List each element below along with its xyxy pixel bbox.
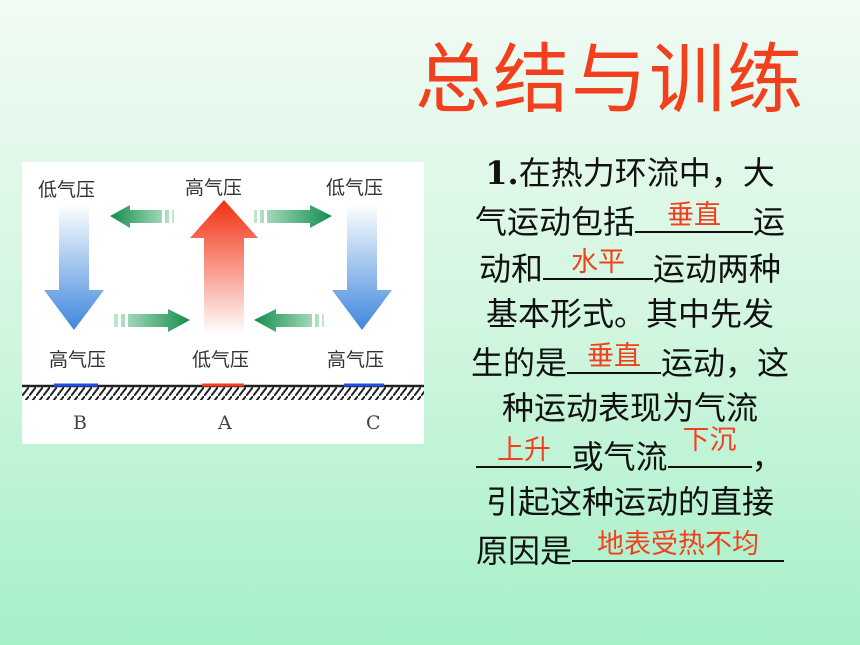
answer-blank: 下沉: [667, 427, 752, 468]
upper-flow-arrow-left: [110, 205, 174, 228]
ground-surface: [22, 386, 424, 400]
circulation-arrows: [22, 200, 424, 400]
sinking-arrow-right: [332, 204, 392, 330]
thermal-circulation-diagram: 低气压 高气压 低气压 高气压 低气压 高气压 B A C: [22, 162, 424, 444]
question-line: 动和水平运动两种: [430, 244, 830, 291]
question-line: 原因是地表受热不均: [430, 526, 830, 573]
lower-flow-arrow-right: [254, 309, 324, 332]
sinking-arrow-left: [44, 204, 104, 330]
answer-blank: 水平: [543, 244, 653, 280]
answer-sinking: 下沉: [682, 425, 737, 456]
upper-flow-arrow-right: [254, 205, 332, 228]
point-label-c: C: [366, 412, 381, 434]
label-high-pressure-bottom-right: 高气压: [327, 349, 385, 371]
answer-horizontal: 水平: [571, 247, 625, 278]
point-label-b: B: [73, 412, 87, 434]
question-line: 生的是垂直运动，这: [430, 338, 830, 385]
answer-blank: 地表受热不均: [572, 526, 784, 562]
question-line: 1.在热力环流中，大: [485, 154, 775, 192]
label-high-pressure-bottom-left: 高气压: [49, 349, 107, 371]
rising-arrow-center: [190, 200, 258, 334]
question-line: 气运动包括垂直运: [430, 197, 830, 244]
page-title: 总结与训练: [415, 35, 805, 124]
answer-blank: 上升: [476, 432, 572, 468]
question-number: 1.: [485, 154, 519, 192]
question-line: 基本形式。其中先发: [485, 295, 774, 333]
answer-vertical-1: 垂直: [667, 200, 721, 231]
answer-vertical-2: 垂直: [587, 341, 641, 372]
lower-flow-arrow-left: [114, 309, 190, 332]
question-text: 1.在热力环流中，大 气运动包括垂直运 动和水平运动两种 基本形式。其中先发 生…: [430, 150, 830, 573]
question-line: 引起这种运动的直接: [485, 483, 774, 521]
answer-uneven-heating: 地表受热不均: [597, 529, 759, 560]
question-line: 种运动表现为气流: [501, 389, 758, 427]
label-low-pressure-top-left: 低气压: [38, 179, 96, 201]
label-low-pressure-top-right: 低气压: [326, 177, 384, 199]
label-low-pressure-bottom-center: 低气压: [192, 349, 250, 371]
answer-rising: 上升: [496, 435, 551, 466]
label-high-pressure-top-center: 高气压: [185, 177, 243, 199]
point-label-a: A: [218, 412, 232, 434]
answer-blank: 垂直: [567, 338, 661, 374]
answer-blank: 垂直: [635, 197, 753, 233]
question-line: 上升或气流下沉，: [430, 427, 830, 479]
